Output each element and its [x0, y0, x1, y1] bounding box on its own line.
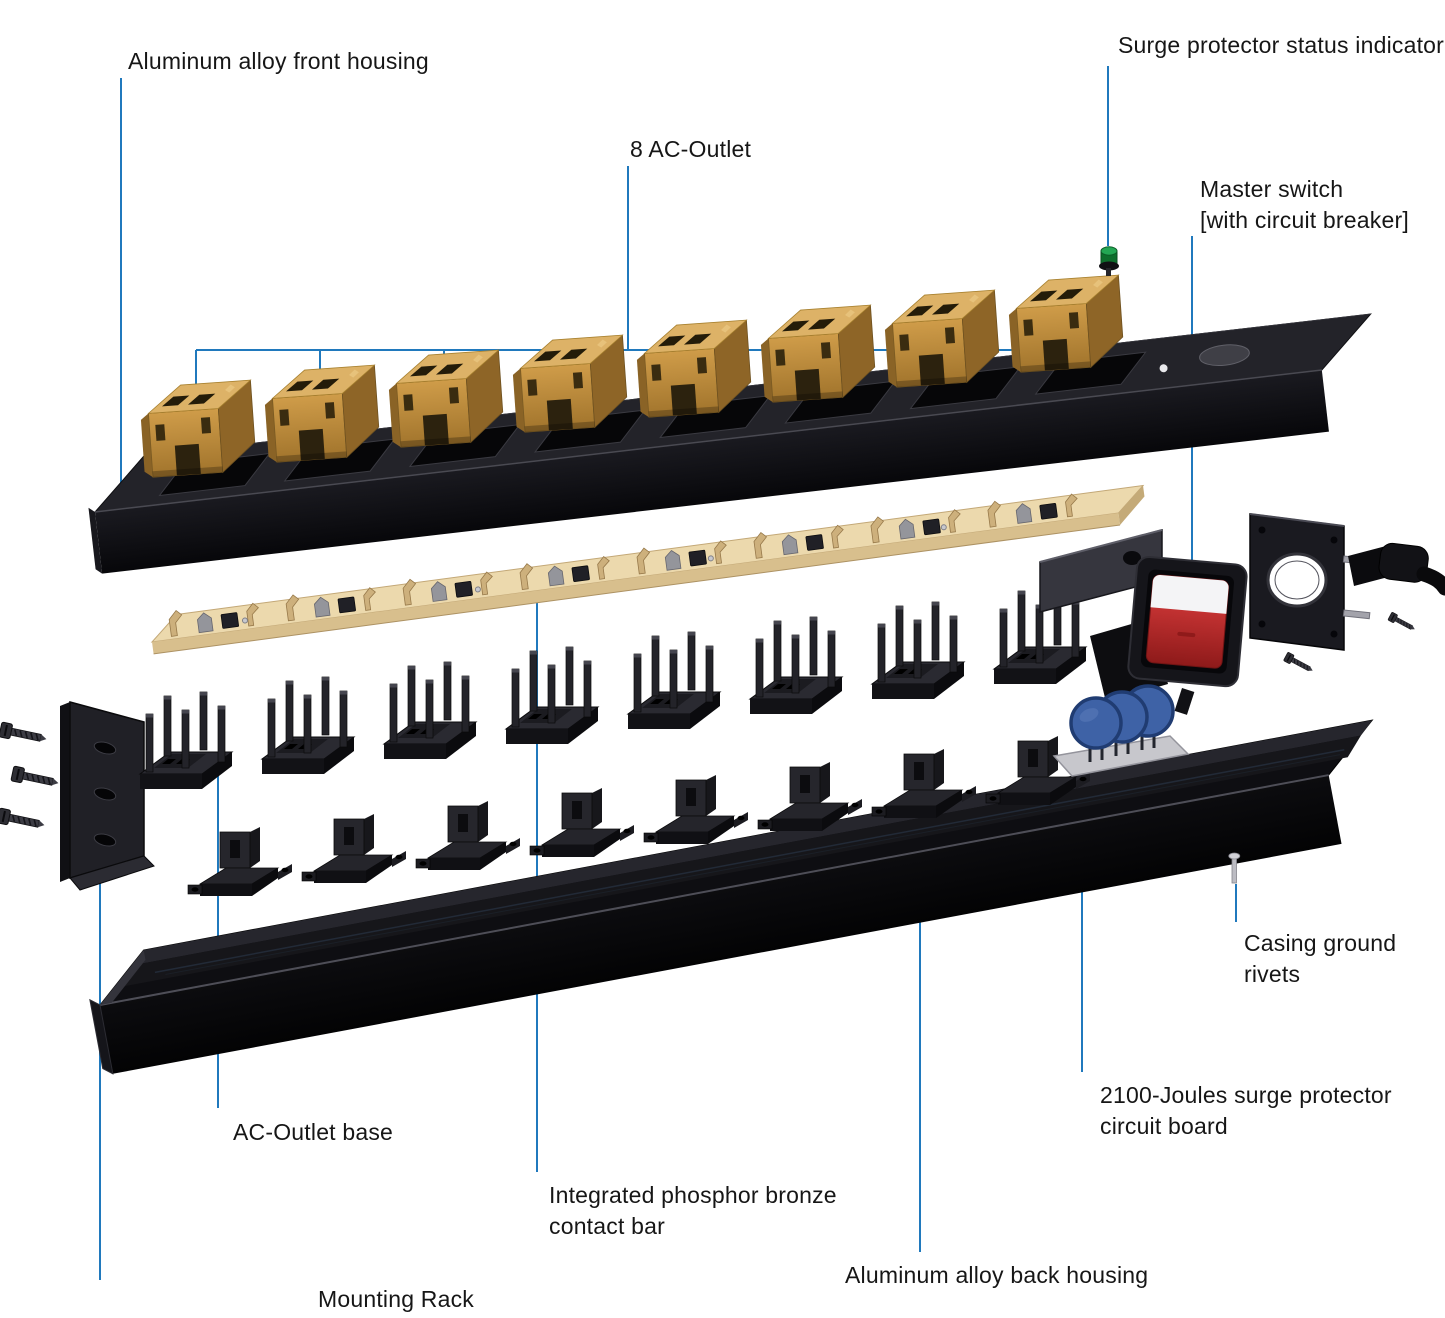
- rack-screw: [0, 807, 47, 834]
- rack-screw: [9, 765, 61, 792]
- label-ac-outlet: 8 AC-Outlet: [630, 136, 752, 162]
- label-back-housing: Aluminum alloy back housing: [845, 1262, 1149, 1288]
- plate-screw: [1282, 651, 1316, 676]
- ac-outlet-base: [871, 601, 965, 700]
- ac-outlet-base: [261, 676, 355, 775]
- cord-entry-plate: [1249, 513, 1371, 651]
- label-mounting-rack: Mounting Rack: [318, 1286, 475, 1312]
- brand-logo-dot: [1159, 364, 1168, 373]
- brand-logo: [1199, 344, 1250, 366]
- label-status-indicator: Surge protector status indicator: [1118, 32, 1445, 58]
- ac-outlet-base: [383, 661, 477, 760]
- cord-hole: [1266, 552, 1328, 608]
- label-casing-rivets: Casing ground rivets: [1244, 930, 1397, 987]
- power-cord: [1348, 542, 1445, 596]
- base-bracket: [529, 787, 635, 858]
- master-switch: [1090, 556, 1248, 727]
- base-bracket: [187, 826, 293, 897]
- label-master-switch: Master switch [with circuit breaker]: [1200, 176, 1409, 233]
- surge-circuit-board: [1052, 684, 1190, 777]
- mounting-rack: [60, 701, 155, 891]
- plate-screw: [1387, 611, 1418, 634]
- bar-screws: [241, 524, 947, 624]
- label-contact-bar: Integrated phosphor bronze contact bar: [549, 1182, 837, 1239]
- rack-slot-holes: [93, 741, 117, 847]
- plate-pin: [1342, 609, 1371, 620]
- ground-rivet: [1228, 852, 1241, 884]
- base-bracket: [643, 774, 749, 845]
- plate-holes: [1258, 526, 1338, 638]
- rack-screw: [0, 721, 49, 748]
- label-front-housing: Aluminum alloy front housing: [128, 48, 429, 74]
- ac-outlet-base: [749, 616, 843, 715]
- status-led-icon: [1099, 246, 1119, 276]
- label-outlet-base: AC-Outlet base: [233, 1119, 394, 1145]
- ac-outlet-base: [627, 631, 721, 730]
- varistor-discs: [1069, 684, 1175, 750]
- contact-bar: [150, 484, 1145, 655]
- base-bracket: [415, 800, 521, 871]
- ac-outlet-base: [505, 646, 599, 745]
- switch-terminal: [1174, 688, 1195, 715]
- label-surge-board: 2100-Joules surge protector circuit boar…: [1100, 1082, 1392, 1139]
- base-bracket: [301, 813, 407, 884]
- ac-outlet-base: [139, 691, 233, 790]
